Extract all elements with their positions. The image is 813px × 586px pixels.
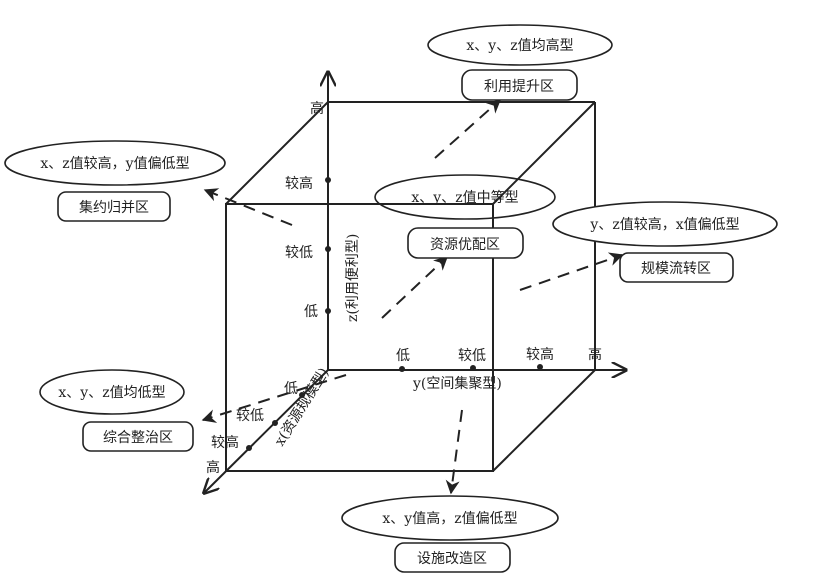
zone-resource-optimization: x、y、z值中等型 资源优配区	[374, 174, 556, 259]
zone-type: x、y值高，z值偏低型	[382, 510, 517, 527]
y-axis-label: y(空间集聚型)	[412, 375, 502, 392]
z-tick-higher: 较高	[285, 175, 313, 192]
zone-name: 资源优配区	[430, 237, 500, 253]
zone-name: 设施改造区	[417, 551, 487, 567]
zone-comprehensive-remediation: x、y、z值均低型 综合整治区	[39, 369, 194, 452]
z-axis-label: z(利用便利型)	[345, 234, 361, 322]
zone-utilization-upgrade: x、y、z值均高型 利用提升区	[427, 24, 613, 101]
y-tick-higher: 较高	[526, 346, 554, 363]
z-tick-high: 高	[310, 100, 324, 117]
z-tick-lower: 较低	[285, 245, 313, 261]
zone-scale-transfer: y、z值较高，x值偏低型 规模流转区	[552, 201, 778, 283]
x-axis-label: x(资源规模型)	[272, 365, 333, 449]
cube-edge	[492, 101, 596, 205]
zone-type: y、z值较高，x值偏低型	[589, 216, 739, 233]
arrow-to-transfer-zone	[519, 252, 624, 291]
x-tick-higher: 较高	[211, 434, 239, 451]
zone-intensive-consolidation: x、z值较高，y值偏低型 集约归并区	[4, 140, 226, 222]
arrow-to-facility-zone	[445, 409, 463, 495]
cube-front-face	[225, 203, 494, 472]
arrow-to-consolidation-zone	[203, 188, 293, 226]
cube	[225, 101, 596, 472]
zone-name: 集约归并区	[79, 199, 149, 216]
zone-name: 规模流转区	[641, 261, 711, 277]
zone-type: x、y、z值中等型	[411, 189, 518, 206]
cube-edge	[225, 101, 329, 205]
y-tick-low: 低	[396, 348, 410, 364]
x-tick-high: 高	[206, 459, 220, 476]
cube-edge	[492, 369, 596, 472]
y-tick-lower: 较低	[458, 348, 486, 364]
zone-type: x、y、z值均低型	[58, 385, 165, 401]
arrow-to-remediation-zone	[201, 374, 347, 423]
zone-name: 综合整治区	[103, 430, 173, 446]
x-tick-lower: 较低	[236, 408, 264, 424]
zone-name: 利用提升区	[484, 79, 554, 95]
zone-type: x、y、z值均高型	[466, 37, 573, 54]
y-tick-high: 高	[588, 346, 602, 363]
z-tick-low: 低	[304, 304, 318, 320]
arrow-to-utilization-zone	[434, 99, 502, 159]
arrow-to-optimization-zone	[381, 256, 449, 319]
zone-facility-renovation: x、y值高，z值偏低型 设施改造区	[341, 495, 559, 573]
x-axis	[204, 369, 329, 493]
zone-type: x、z值较高，y值偏低型	[40, 155, 189, 172]
tick-dots	[246, 177, 543, 451]
